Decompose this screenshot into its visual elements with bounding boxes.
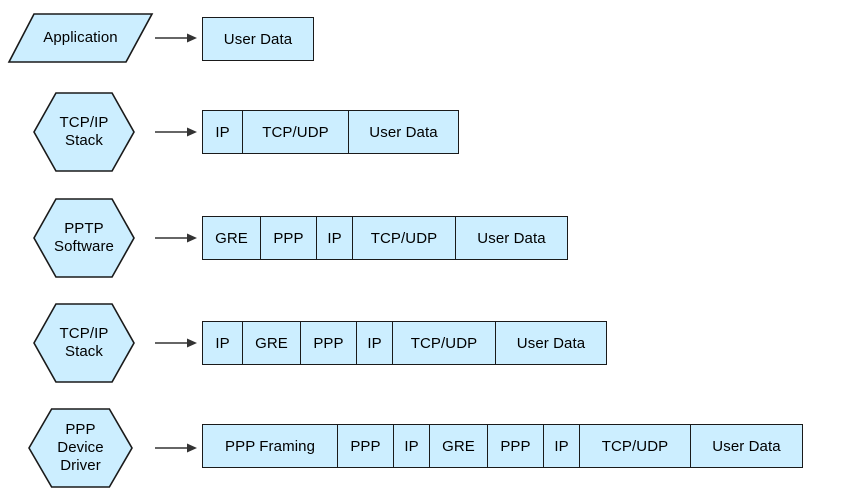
layer-label: Application: [43, 29, 118, 47]
layer-shape-parallelogram: Application: [7, 13, 154, 63]
packet-field-tcp-udp: TCP/UDP: [243, 111, 349, 153]
packet-field-ppp-inner: PPP: [488, 425, 544, 467]
packet-field-ip-inner: IP: [357, 322, 393, 364]
layer-label: TCP/IP Stack: [59, 114, 109, 149]
layer-label: PPP Device Driver: [57, 421, 104, 474]
packet-field-user-data: User Data: [691, 425, 802, 467]
packet-field-user-data: User Data: [496, 322, 606, 364]
packet-field-ip: IP: [317, 217, 353, 259]
packet-field-gre: GRE: [430, 425, 488, 467]
layer-shape-hexagon: PPP Device Driver: [28, 408, 133, 488]
packet-field-gre: GRE: [243, 322, 301, 364]
packet-field-tcp-udp: TCP/UDP: [353, 217, 456, 259]
packet-field-ip: IP: [203, 111, 243, 153]
packet-field-ppp-outer: PPP: [338, 425, 394, 467]
packet-field-user-data: User Data: [349, 111, 458, 153]
packet-field-tcp-udp: TCP/UDP: [580, 425, 691, 467]
right-arrow-icon: [155, 230, 197, 246]
layer-label: TCP/IP Stack: [59, 325, 109, 360]
layer-label: PPTP Software: [54, 220, 114, 255]
packet-field-tcp-udp: TCP/UDP: [393, 322, 496, 364]
packet-strip-application: User Data: [202, 17, 314, 61]
packet-field-user-data: User Data: [456, 217, 567, 259]
packet-field-ppp-framing: PPP Framing: [203, 425, 338, 467]
right-arrow-icon: [155, 335, 197, 351]
packet-field-ip-outer: IP: [394, 425, 430, 467]
right-arrow-icon: [155, 440, 197, 456]
right-arrow-icon: [155, 30, 197, 46]
layer-shape-hexagon: TCP/IP Stack: [33, 303, 135, 383]
right-arrow-icon: [155, 124, 197, 140]
packet-field-ppp: PPP: [301, 322, 357, 364]
layer-shape-hexagon: TCP/IP Stack: [33, 92, 135, 172]
packet-field-user-data: User Data: [203, 18, 313, 60]
packet-field-ppp: PPP: [261, 217, 317, 259]
layer-shape-hexagon: PPTP Software: [33, 198, 135, 278]
packet-field-gre: GRE: [203, 217, 261, 259]
packet-field-ip-inner: IP: [544, 425, 580, 467]
packet-field-ip-outer: IP: [203, 322, 243, 364]
